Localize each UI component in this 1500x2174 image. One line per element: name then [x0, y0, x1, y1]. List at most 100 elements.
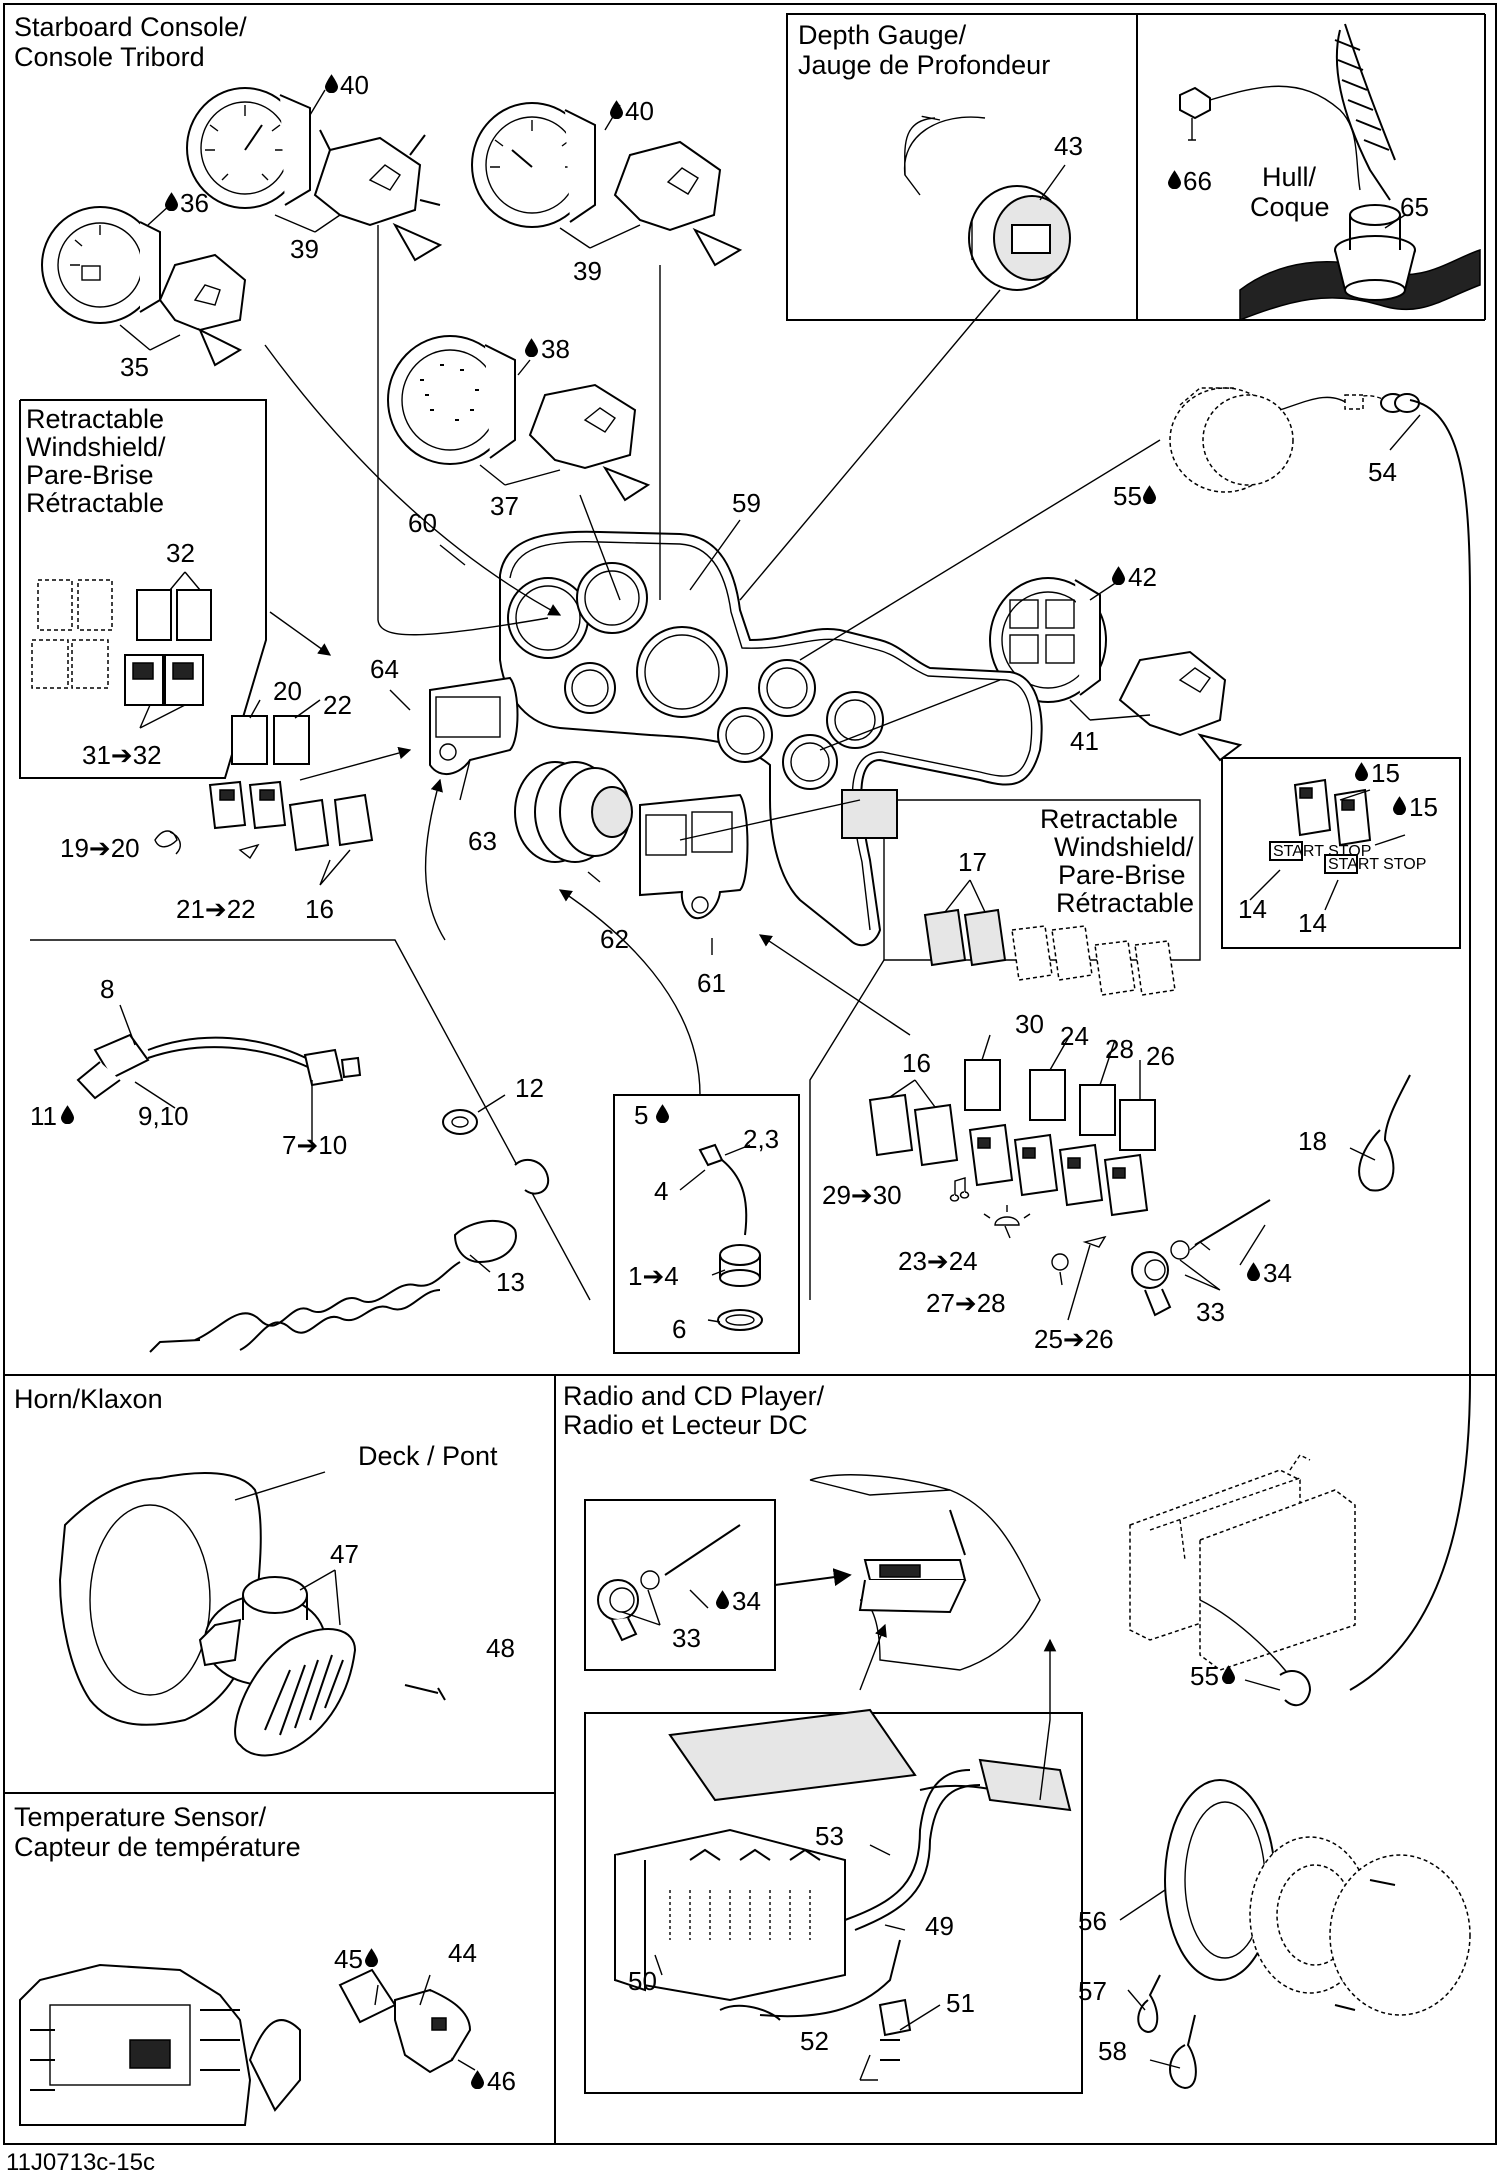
gauge-38 — [387, 335, 516, 465]
callout-33a: 33 — [1196, 1297, 1225, 1327]
temp-sensor-44 — [338, 1968, 472, 2074]
callout-66: 66 — [1183, 166, 1212, 196]
callout-33b: 33 — [672, 1623, 701, 1653]
callout-1-4: 1➔4 — [628, 1261, 679, 1291]
callout-21-22: 21➔22 — [176, 894, 256, 924]
callout-35: 35 — [120, 352, 149, 382]
gauge-40-right — [471, 102, 596, 228]
callout-45: 45 — [334, 1944, 363, 1974]
switches-23-30 — [868, 1059, 1156, 1271]
callout-40a: 40 — [340, 70, 369, 100]
switches-14-15: START STOP START STOP — [1269, 778, 1426, 874]
callout-25-26: 25➔26 — [1034, 1324, 1114, 1354]
gauge-38-bracket — [528, 383, 651, 502]
callout-16b: 16 — [902, 1048, 931, 1078]
callout-38: 38 — [541, 334, 570, 364]
gauge-36 — [41, 206, 161, 324]
callout-14b: 14 — [1298, 908, 1327, 938]
callout-34a: 34 — [1263, 1258, 1292, 1288]
callout-58: 58 — [1098, 2036, 1127, 2066]
radio-bay — [809, 1474, 1041, 1671]
cable-ties-57-58 — [1137, 1974, 1197, 2090]
callout-18: 18 — [1298, 1126, 1327, 1156]
gauge-40-left — [186, 87, 311, 209]
callout-56: 56 — [1078, 1906, 1107, 1936]
callout-48: 48 — [486, 1633, 515, 1663]
gauge-40-left-bracket — [313, 129, 443, 262]
callout-44: 44 — [448, 1938, 477, 1968]
callout-15b: 15 — [1409, 792, 1438, 822]
gauge-55-dashed — [1169, 387, 1420, 493]
gauge-42-bracket — [1118, 650, 1243, 762]
cable-tie-18 — [1358, 1074, 1411, 1192]
callout-11: 11 — [30, 1101, 57, 1131]
lighter-33-34 — [1131, 1199, 1271, 1317]
callout-55a: 55 — [1113, 481, 1142, 511]
callout-41: 41 — [1070, 726, 1099, 756]
callout-17: 17 — [958, 847, 987, 877]
callout-54: 54 — [1368, 457, 1397, 487]
callout-61: 61 — [697, 968, 726, 998]
callout-8: 8 — [100, 974, 114, 1004]
windshield-right-4: Rétractable — [1056, 888, 1194, 918]
radio-title-1: Radio and CD Player/ — [563, 1381, 825, 1411]
callout-64: 64 — [370, 654, 399, 684]
callout-16a: 16 — [305, 894, 334, 924]
callout-40b: 40 — [625, 96, 654, 126]
temp-sensor-title-1: Temperature Sensor/ — [14, 1802, 267, 1832]
callout-27-28: 27➔28 — [926, 1288, 1006, 1318]
starboard-console-title-1: Starboard Console/ — [14, 12, 247, 42]
switches-16-22 — [154, 715, 374, 860]
callout-15a: 15 — [1371, 758, 1400, 788]
gauge-40-right-bracket — [613, 140, 743, 267]
callout-24: 24 — [1060, 1021, 1089, 1051]
callout-34b: 34 — [732, 1586, 761, 1616]
callout-60: 60 — [408, 508, 437, 538]
callout-57: 57 — [1078, 1976, 1107, 2006]
callout-42: 42 — [1128, 562, 1157, 592]
switches-31-32 — [31, 579, 212, 706]
gauge-42 — [989, 577, 1107, 703]
callout-65: 65 — [1400, 192, 1429, 222]
callout-53: 53 — [815, 1821, 844, 1851]
gauge-36-bracket — [158, 253, 247, 367]
callout-59: 59 — [732, 488, 761, 518]
windshield-right-2: Windshield/ — [1054, 832, 1194, 862]
switch-panel-61 — [639, 793, 749, 920]
callout-32: 32 — [166, 538, 195, 568]
deck-label: Deck / Pont — [358, 1441, 498, 1471]
callouts: 40 40 36 39 39 35 38 37 60 59 43 66 65 5… — [6, 70, 1438, 2174]
harness-8-13 — [76, 1033, 550, 1353]
callout-49: 49 — [925, 1911, 954, 1941]
callout-46: 46 — [487, 2066, 516, 2096]
knob-62 — [514, 761, 633, 863]
callout-22: 22 — [323, 690, 352, 720]
callout-4: 4 — [654, 1176, 668, 1206]
callout-9-10: 9,10 — [138, 1101, 189, 1131]
callout-55b: 55 — [1190, 1661, 1219, 1691]
depth-gauge-title-1: Depth Gauge/ — [798, 20, 967, 50]
windshield-left-1: Retractable — [26, 404, 164, 434]
radio-unit-large — [1129, 1454, 1356, 1707]
start-stop-label-b: START STOP — [1328, 856, 1426, 873]
callout-36: 36 — [180, 188, 209, 218]
switches-17 — [923, 908, 1176, 996]
callout-31-32: 31➔32 — [82, 740, 162, 770]
sensor-1-6 — [698, 1143, 763, 1331]
windshield-left-3: Pare-Brise — [26, 460, 154, 490]
callout-52: 52 — [800, 2026, 829, 2056]
callout-62: 62 — [600, 924, 629, 954]
callout-7-10: 7➔10 — [282, 1130, 347, 1160]
callout-13: 13 — [496, 1267, 525, 1297]
callout-20: 20 — [273, 676, 302, 706]
callout-63: 63 — [468, 826, 497, 856]
depth-gauge-title-2: Jauge de Profondeur — [798, 50, 1050, 80]
windshield-right-3: Pare-Brise — [1058, 860, 1186, 890]
callout-43: 43 — [1054, 131, 1083, 161]
callout-39b: 39 — [573, 256, 602, 286]
radio-unit-inset — [614, 1708, 1072, 2061]
temp-sensor-title-2: Capteur de température — [14, 1832, 301, 1862]
windshield-left-4: Rétractable — [26, 488, 164, 518]
footer-code: 11J0713c-15c — [6, 2149, 155, 2174]
callout-28: 28 — [1105, 1034, 1134, 1064]
